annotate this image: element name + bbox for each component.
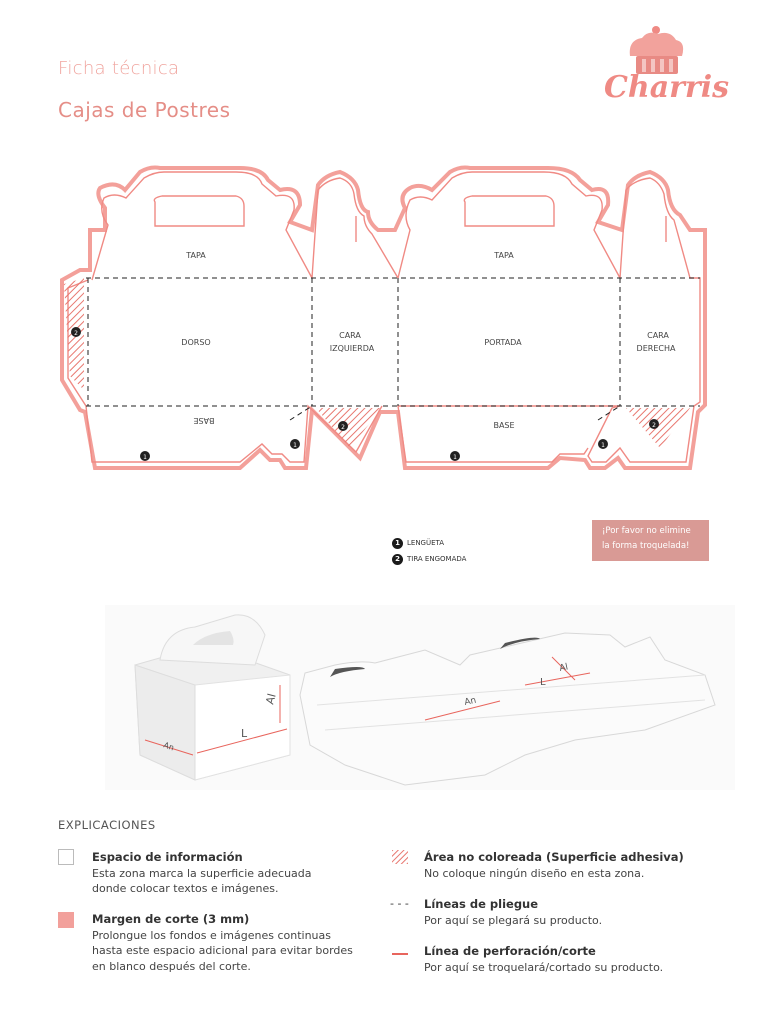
adhesive-line-1: No coloque ningún diseño en esta zona. — [424, 866, 645, 880]
brand-logo: Charris — [596, 22, 729, 112]
dim-an-assembled: An — [162, 740, 175, 752]
legend-label: LENGÜETA — [407, 539, 445, 547]
panel-cara-izq-2: IZQUIERDA — [330, 344, 375, 353]
panel-dorso: DORSO — [181, 338, 210, 347]
explanation-cut: Línea de perforación/corte Por aquí se t… — [424, 944, 663, 975]
warning-line-2: la forma troquelada! — [602, 541, 690, 551]
svg-text:2: 2 — [652, 422, 656, 429]
assembled-box: Al L An — [134, 614, 291, 781]
panel-base-right: BASE — [493, 421, 514, 430]
flat-dieline: An L Al — [299, 632, 716, 786]
cut-margin — [60, 165, 707, 470]
dim-l-assembled: L — [241, 727, 248, 740]
explanation-margin: Margen de corte (3 mm) Prolongue los fon… — [92, 912, 353, 974]
explanation-adhesive: Área no coloreada (Superficie adhesiva) … — [424, 850, 684, 881]
adhesive-title: Área no coloreada (Superficie adhesiva) — [424, 850, 684, 864]
svg-text:1: 1 — [453, 454, 457, 461]
marker-tabs: 2 1 1 2 1 1 2 — [71, 327, 659, 461]
panel-portada: PORTADA — [484, 338, 522, 347]
panel-cara-izq-1: CARA — [339, 331, 361, 340]
fold-lines — [86, 277, 700, 421]
cut-title: Línea de perforación/corte — [424, 944, 596, 958]
document-subtitle: Ficha técnica — [58, 58, 180, 79]
legend-item-lengueta: 1 LENGÜETA — [392, 535, 466, 551]
dim-an-flat: An — [464, 696, 478, 708]
info-swatch-icon — [58, 849, 74, 865]
margin-swatch-icon — [58, 912, 74, 928]
fold-title: Líneas de pliegue — [424, 897, 539, 911]
svg-text:2: 2 — [74, 330, 78, 337]
margin-line-1: Prolongue los fondos e imágenes continua… — [92, 928, 331, 942]
explanation-info: Espacio de información Esta zona marca l… — [92, 850, 312, 897]
marker-two-icon: 2 — [392, 553, 403, 565]
info-line-1: Esta zona marca la superficie adecuada — [92, 866, 312, 880]
marker-legend: 1 LENGÜETA 2 TIRA ENGOMADA — [392, 535, 466, 567]
box-dieline: TAPA TAPA DORSO CARA IZQUIERDA PORTADA C… — [60, 165, 707, 470]
fold-line-1: Por aquí se plegará su producto. — [424, 913, 603, 927]
hatch-swatch-icon — [392, 850, 408, 864]
box-illustration: Al L An An L Al — [105, 605, 735, 790]
dim-al-flat: Al — [559, 662, 570, 674]
warning-note: ¡Por favor no elimine la forma troquelad… — [592, 520, 709, 561]
svg-text:1: 1 — [143, 454, 147, 461]
explanation-fold: Líneas de pliegue Por aquí se plegará su… — [424, 897, 602, 928]
panel-cara-der-2: DERECHA — [637, 344, 676, 353]
explanations-heading: EXPLICACIONES — [58, 818, 156, 832]
margin-title: Margen de corte (3 mm) — [92, 912, 250, 926]
brand-name: Charris — [604, 70, 730, 105]
margin-line-2: hasta este espacio adicional para evitar… — [92, 944, 353, 957]
panel-tapa-left: TAPA — [185, 251, 206, 260]
fold-line-icon: - - - — [390, 897, 409, 910]
cupcake-icon — [629, 26, 684, 74]
legend-item-tira: 2 TIRA ENGOMADA — [392, 551, 466, 567]
glue-strip-right — [626, 408, 690, 448]
margin-line-3: en blanco después del corte. — [92, 959, 251, 973]
document-title: Cajas de Postres — [58, 98, 231, 122]
panel-cara-der-1: CARA — [647, 331, 669, 340]
svg-text:2: 2 — [341, 424, 345, 431]
info-line-2: donde colocar textos e imágenes. — [92, 882, 279, 895]
cut-line — [67, 171, 701, 463]
legend-label: TIRA ENGOMADA — [407, 555, 467, 563]
dim-l-flat: L — [540, 677, 546, 688]
glue-strip-mid — [316, 408, 382, 448]
panel-tapa-right: TAPA — [493, 251, 514, 260]
cut-line-icon — [392, 953, 408, 955]
info-title: Espacio de información — [92, 850, 243, 864]
warning-line-1: ¡Por favor no elimine — [602, 526, 691, 536]
panel-base-left: BASE — [193, 416, 214, 425]
svg-text:1: 1 — [601, 442, 605, 449]
cut-line-1: Por aquí se troquelará/cortado su produc… — [424, 960, 664, 974]
dim-al-assembled: Al — [263, 692, 278, 706]
marker-one-icon: 1 — [392, 537, 403, 549]
svg-text:1: 1 — [293, 442, 297, 449]
